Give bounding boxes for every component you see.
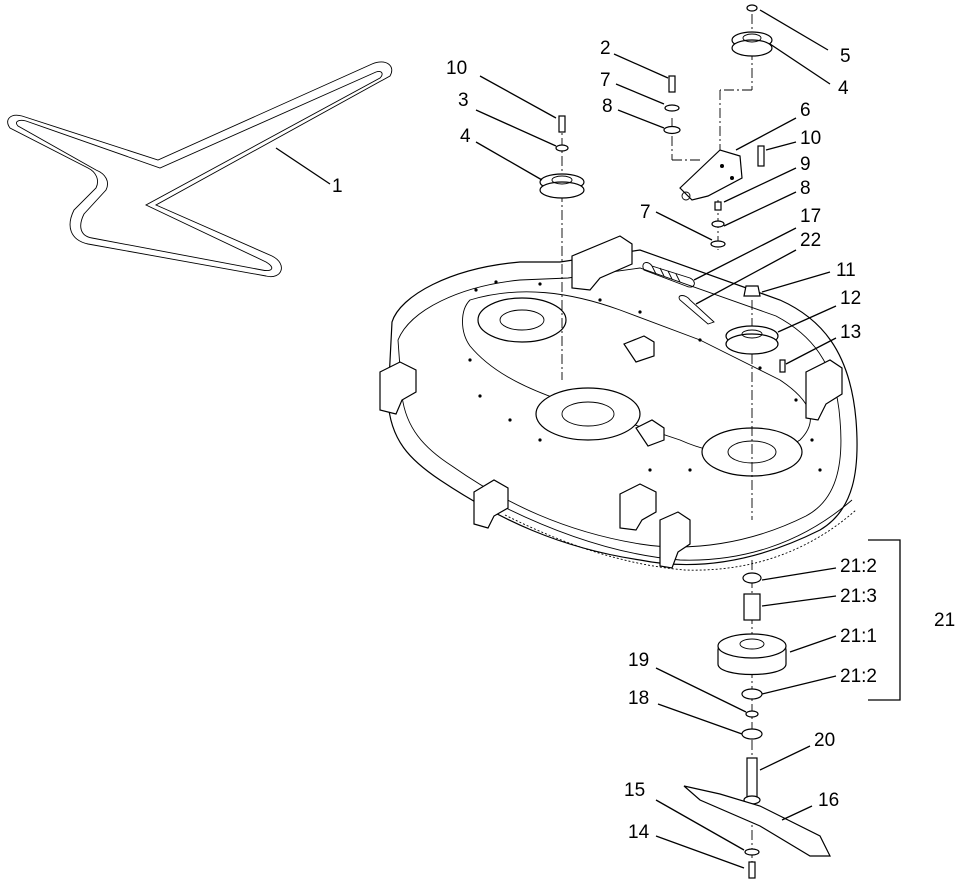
spindle-assembly xyxy=(683,539,901,879)
callout-21-3: 21:3 xyxy=(840,586,877,607)
callout-12: 12 xyxy=(840,288,861,309)
tension-spring xyxy=(642,262,715,325)
drive-belt xyxy=(7,61,393,278)
callout-19: 19 xyxy=(628,650,649,671)
callout-4-right: 4 xyxy=(838,78,849,99)
callout-5: 5 xyxy=(840,46,851,67)
callout-8-lower: 8 xyxy=(800,178,811,199)
callout-11: 11 xyxy=(836,260,856,281)
callout-7-upper: 7 xyxy=(600,70,611,91)
callout-22: 22 xyxy=(800,230,821,251)
callout-2: 2 xyxy=(600,38,611,59)
callout-10-right: 10 xyxy=(800,128,821,149)
callout-16: 16 xyxy=(818,790,839,811)
callout-labels: 1 2 3 4 4 5 6 7 7 8 8 9 10 10 11 12 13 1… xyxy=(332,38,955,843)
callout-3: 3 xyxy=(458,90,469,111)
callout-8-upper: 8 xyxy=(602,96,613,117)
callout-18: 18 xyxy=(628,688,649,709)
callout-13: 13 xyxy=(840,322,861,343)
callout-6: 6 xyxy=(800,100,811,121)
callout-14: 14 xyxy=(628,822,650,843)
callout-21-2-upper: 21:2 xyxy=(840,556,877,577)
callout-7-lower: 7 xyxy=(640,202,651,223)
callout-9: 9 xyxy=(800,154,811,175)
mower-deck-housing xyxy=(379,235,858,571)
callout-10-left: 10 xyxy=(446,58,467,79)
callout-21: 21 xyxy=(934,610,955,631)
callout-1: 1 xyxy=(332,176,343,197)
left-idler-pulley-stack xyxy=(539,115,585,380)
callout-21-2-lower: 21:2 xyxy=(840,666,877,687)
callout-4-left: 4 xyxy=(460,126,471,147)
callout-leaders xyxy=(275,9,837,869)
callout-21-1: 21:1 xyxy=(840,626,877,647)
callout-15: 15 xyxy=(624,780,645,801)
upper-idler-bracket-assembly xyxy=(663,4,773,250)
callout-20: 20 xyxy=(814,730,835,751)
callout-17: 17 xyxy=(800,206,821,227)
spindle-pulley-stack xyxy=(725,285,786,520)
